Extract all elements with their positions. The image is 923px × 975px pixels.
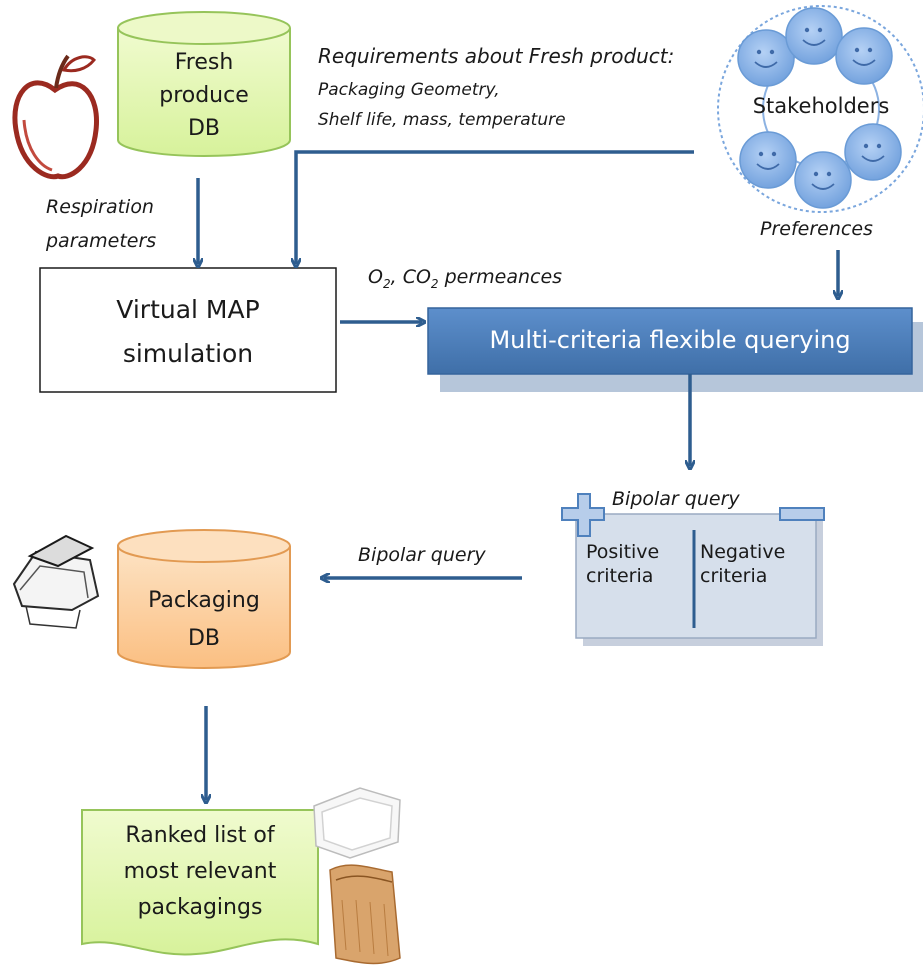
virtual-map-label: Virtual MAP simulation (116, 295, 260, 368)
packaging-db-cylinder (117, 529, 291, 669)
tray-icon (12, 534, 100, 629)
packaging-db-label: Packaging DB (148, 588, 260, 651)
requirements-title: Requirements about Fresh product: (318, 44, 675, 68)
permeances-rest: permeances (438, 266, 563, 288)
mcfq-label: Multi-criteria flexible querying (489, 326, 851, 354)
plus-icon (561, 493, 605, 537)
mcfq-bar (427, 307, 923, 392)
negative-criteria-label: Negative criteria (700, 541, 786, 587)
face-icon (737, 7, 902, 209)
bipolar-query-title: Bipolar query (612, 488, 740, 510)
ranked-list-document (81, 809, 319, 956)
virtual-map-box (39, 267, 337, 393)
requirements-line3: Shelf life, mass, temperature (318, 110, 566, 130)
permeances-co: , CO (390, 266, 431, 288)
permeances-o-sub: 2 (382, 276, 391, 291)
permeances-label: O2, CO2 permeances (368, 266, 562, 291)
preferences-label: Preferences (760, 218, 873, 240)
fresh-produce-db-cylinder (117, 11, 291, 157)
arrow-stakeholders-to-map (296, 150, 694, 264)
permeances-o: O (368, 266, 383, 288)
bipolar-query-box (575, 513, 823, 646)
positive-criteria-label: Positive criteria (586, 541, 660, 587)
container-icon (313, 787, 401, 859)
ranked-list-label: Ranked list of most relevant packagings (123, 823, 277, 920)
minus-icon (779, 507, 825, 521)
permeances-co-sub: 2 (430, 276, 439, 291)
requirements-line2: Packaging Geometry, (318, 80, 500, 100)
respiration-parameters-label: Respiration parameters (46, 196, 157, 252)
apple-icon (12, 54, 99, 180)
fresh-produce-db-label: Fresh produce DB (159, 50, 249, 141)
bipolar-query-edge-label: Bipolar query (358, 544, 486, 566)
stakeholders-label: Stakeholders (752, 94, 890, 118)
paper-tray-icon (329, 864, 401, 965)
